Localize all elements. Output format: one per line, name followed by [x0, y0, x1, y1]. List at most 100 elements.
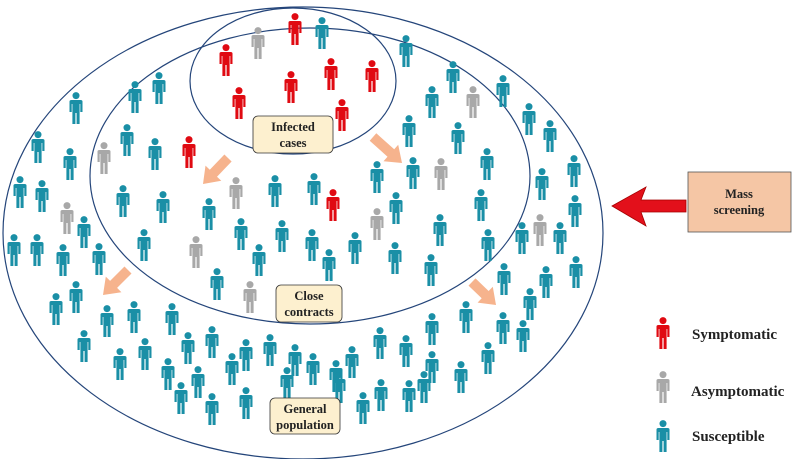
- susceptible-person-icon: [374, 379, 388, 411]
- susceptible-person-icon: [389, 192, 403, 224]
- susceptible-person-icon: [356, 392, 370, 424]
- susceptible-person-icon: [268, 175, 282, 207]
- susceptible-person-icon: [388, 242, 402, 274]
- legend-symptomatic-label: Symptomatic: [692, 327, 777, 343]
- susceptible-person-icon: [77, 330, 91, 362]
- infected-cases-ring: [189, 7, 397, 155]
- susceptible-person-icon: [30, 234, 44, 266]
- spread-arrow-icon: [369, 133, 402, 163]
- asymptomatic-person-icon: [533, 214, 547, 246]
- susceptible-person-icon: [116, 185, 130, 217]
- susceptible-person-icon: [49, 293, 63, 325]
- asymptomatic-person-icon: [251, 27, 265, 59]
- susceptible-person-icon: [332, 371, 346, 403]
- spread-arrow-icon: [203, 154, 232, 184]
- susceptible-person-icon: [516, 320, 530, 352]
- mass-screening-box: Mass screening: [687, 171, 792, 233]
- spread-arrow-icon: [468, 278, 496, 305]
- susceptible-person-icon: [425, 351, 439, 383]
- asymptomatic-person-icon: [466, 86, 480, 118]
- susceptible-person-icon: [553, 222, 567, 254]
- susceptible-person-icon: [322, 249, 336, 281]
- susceptible-person-icon: [234, 218, 248, 250]
- susceptible-person-icon: [202, 198, 216, 230]
- susceptible-person-icon: [481, 342, 495, 374]
- susceptible-person-icon: [77, 216, 91, 248]
- susceptible-person-icon: [280, 367, 294, 399]
- asymptomatic-person-icon: [189, 236, 203, 268]
- symptomatic-person-icon: [182, 136, 196, 168]
- asymptomatic-person-icon: [370, 208, 384, 240]
- susceptible-person-icon: [35, 180, 49, 212]
- susceptible-person-icon: [63, 148, 77, 180]
- susceptible-person-icon: [406, 157, 420, 189]
- susceptible-person-icon: [543, 120, 557, 152]
- susceptible-person-icon: [205, 393, 219, 425]
- susceptible-person-icon: [239, 339, 253, 371]
- susceptible-person-icon: [181, 332, 195, 364]
- susceptible-person-icon: [569, 256, 583, 288]
- susceptible-person-icon: [225, 353, 239, 385]
- susceptible-person-icon: [252, 244, 266, 276]
- susceptible-person-icon: [402, 115, 416, 147]
- susceptible-person-icon: [402, 380, 416, 412]
- susceptible-person-icon: [425, 313, 439, 345]
- mass-screening-label-line1: Mass: [725, 187, 753, 201]
- susceptible-person-icon: [120, 124, 134, 156]
- susceptible-person-icon: [515, 222, 529, 254]
- susceptible-person-icon: [539, 266, 553, 298]
- people-group: [7, 13, 583, 425]
- susceptible-person-icon: [446, 61, 460, 93]
- asymptomatic-person-icon: [97, 142, 111, 174]
- symptomatic-person-icon: [324, 58, 338, 90]
- spread-arrows: [103, 133, 496, 305]
- susceptible-person-icon: [496, 75, 510, 107]
- susceptible-person-icon: [137, 229, 151, 261]
- susceptible-person-icon: [370, 161, 384, 193]
- general-population-label: General population: [269, 397, 341, 435]
- general-population-label-line2: population: [276, 418, 334, 432]
- symptomatic-person-icon: [288, 13, 302, 45]
- mass-screening-label-line2: screening: [714, 203, 765, 217]
- susceptible-person-icon: [399, 35, 413, 67]
- susceptible-person-icon: [56, 244, 70, 276]
- general-population-label-line1: General: [283, 402, 327, 416]
- asymptomatic-person-icon: [60, 202, 74, 234]
- susceptible-person-icon: [315, 17, 329, 49]
- infected-cases-label: Infected cases: [252, 115, 334, 154]
- susceptible-person-icon: [481, 229, 495, 261]
- susceptible-person-icon: [31, 131, 45, 163]
- susceptible-person-icon: [474, 189, 488, 221]
- susceptible-person-icon: [239, 387, 253, 419]
- legend-asymptomatic-label: Asymptomatic: [691, 384, 785, 400]
- asymptomatic-person-icon: [229, 177, 243, 209]
- symptomatic-person-icon: [335, 99, 349, 131]
- infected-cases-label-line2: cases: [279, 136, 306, 150]
- susceptible-person-icon: [152, 72, 166, 104]
- close-contacts-label-line1: Close: [294, 289, 324, 303]
- susceptible-person-icon: [373, 327, 387, 359]
- susceptible-person-icon: [306, 353, 320, 385]
- susceptible-person-icon: [568, 195, 582, 227]
- susceptible-person-icon: [345, 346, 359, 378]
- susceptible-person-icon: [13, 176, 27, 208]
- susceptible-person-icon: [165, 303, 179, 335]
- susceptible-person-icon: [161, 358, 175, 390]
- susceptible-person-icon: [523, 288, 537, 320]
- close-contacts-label: Close contracts: [275, 284, 343, 323]
- legend-susceptible-label: Susceptible: [692, 429, 765, 445]
- susceptible-person-icon: [417, 371, 431, 403]
- susceptible-person-icon: [424, 254, 438, 286]
- susceptible-person-icon: [92, 243, 106, 275]
- susceptible-person-icon: [148, 138, 162, 170]
- susceptible-person-icon: [567, 155, 581, 187]
- symptomatic-person-icon: [219, 44, 233, 76]
- susceptible-person-icon: [128, 81, 142, 113]
- susceptible-person-icon: [496, 312, 510, 344]
- susceptible-person-icon: [69, 92, 83, 124]
- symptomatic-person-icon: [326, 189, 340, 221]
- mass-screening-arrow-icon: [611, 186, 687, 227]
- legend-asymptomatic-person-icon: [656, 371, 670, 403]
- population-rings: [2, 6, 604, 459]
